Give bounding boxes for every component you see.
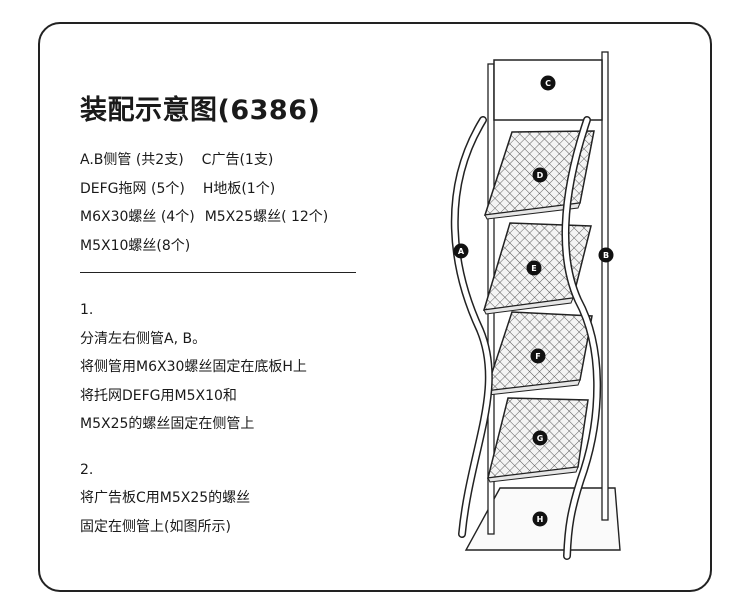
label-f: F [535, 352, 540, 361]
assembly-steps: 1. 分清左右侧管A, B。 将侧管用M6X30螺丝固定在底板H上 将托网DEF… [80, 296, 307, 541]
label-a: A [458, 247, 465, 256]
divider [80, 272, 356, 273]
label-marker-b: B [598, 247, 614, 263]
parts-row: DEFG拖网 (5个) H地板(1个) [80, 175, 328, 204]
step-line: 分清左右侧管A, B。 [80, 330, 207, 347]
parts-row: M5X10螺丝(8个) [80, 232, 328, 261]
side-pipe-b [561, 116, 602, 560]
step-line: 将托网DEFG用M5X10和 [80, 387, 237, 404]
label-marker-e: E [526, 260, 542, 276]
label-g: G [537, 434, 544, 443]
part-item: DEFG拖网 (5个) [80, 180, 185, 197]
step-line: M5X25的螺丝固定在侧管上 [80, 416, 255, 432]
part-item: M5X10螺丝(8个) [80, 237, 191, 254]
step-number: 2. [80, 461, 94, 478]
parts-row: A.B侧管 (共2支) C广告(1支) [80, 146, 328, 175]
part-item: H地板(1个) [202, 180, 276, 197]
label-marker-f: F [530, 348, 546, 364]
label-h: H [537, 515, 544, 524]
content-frame [38, 22, 712, 592]
part-item: M5X25螺丝( 12个) [204, 209, 329, 225]
label-marker-a: A [453, 243, 469, 259]
label-marker-d: D [532, 167, 548, 183]
step-line: 将广告板C用M5X25的螺丝 [80, 490, 251, 506]
part-item: M6X30螺丝 (4个) [80, 209, 195, 225]
label-marker-c: C [540, 75, 556, 91]
side-pipe-a [450, 116, 493, 538]
label-d: D [537, 171, 544, 180]
label-c: C [545, 79, 551, 88]
part-item: A.B侧管 (共2支) [80, 152, 184, 168]
step-line: 将侧管用M6X30螺丝固定在底板H上 [80, 359, 307, 375]
parts-list: A.B侧管 (共2支) C广告(1支) DEFG拖网 (5个) H地板(1个) M6… [80, 146, 328, 260]
rack-assembly-diagram: C D E F G H A B [450, 51, 621, 560]
page-title: 装配示意图(6386) [80, 95, 321, 126]
label-marker-g: G [532, 430, 548, 446]
parts-row: M6X30螺丝 (4个) M5X25螺丝( 12个) [80, 203, 328, 232]
step-line: 固定在侧管上(如图所示) [80, 518, 231, 535]
label-b: B [603, 251, 609, 260]
part-item: C广告(1支) [201, 152, 274, 168]
label-marker-h: H [532, 511, 548, 527]
label-e: E [531, 264, 536, 273]
step-number: 1. [80, 302, 94, 318]
